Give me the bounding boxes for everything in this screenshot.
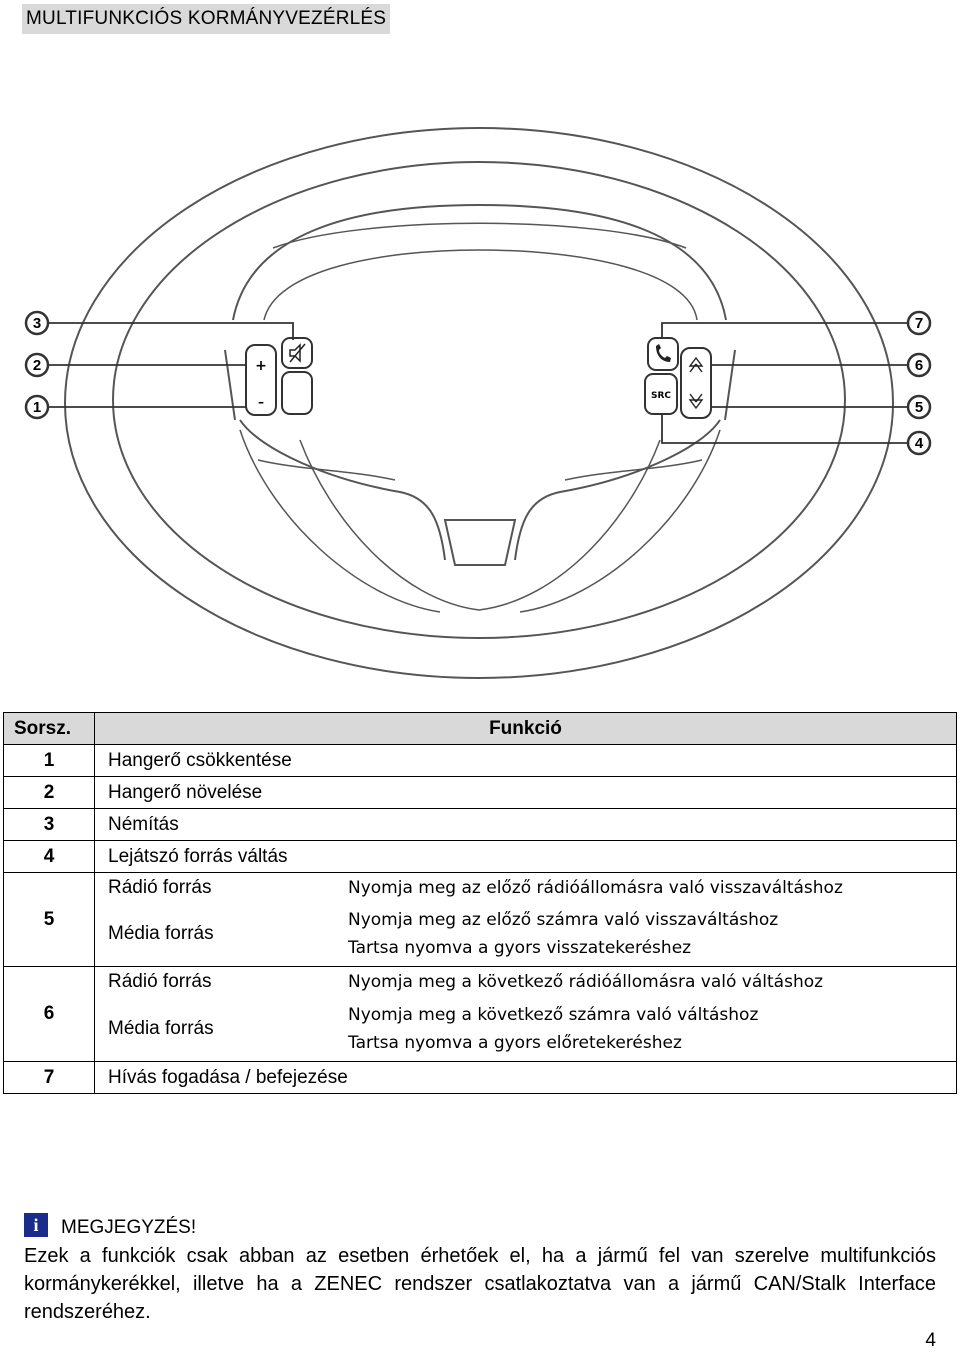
callout-5-label: 5 xyxy=(915,399,923,416)
page-number: 4 xyxy=(925,1330,936,1351)
note-text: Ezek a funkciók csak abban az esetben ér… xyxy=(24,1245,936,1323)
table-row-6-radio: 6 Rádió forrás Nyomja meg a következő rá… xyxy=(3,966,957,1062)
callout-5 xyxy=(906,394,932,420)
blank-button xyxy=(281,371,313,415)
src-button[interactable] xyxy=(644,373,678,415)
callout-6 xyxy=(906,352,932,378)
lower-spoke xyxy=(299,439,661,611)
volume-rocker[interactable] xyxy=(245,344,277,416)
wheel-inner-rim xyxy=(112,161,846,639)
right-spoke xyxy=(514,419,721,561)
callout-3 xyxy=(24,310,50,336)
table-row: 1 Hangerő csökkentése xyxy=(3,744,957,777)
callout-2 xyxy=(24,352,50,378)
callout-7-label: 7 xyxy=(915,315,923,332)
wheel-outer-rim xyxy=(64,127,894,679)
left-spoke xyxy=(239,419,446,561)
callout-1-label: 1 xyxy=(33,399,41,416)
table-row-5-radio: 5 Rádió forrás Nyomja meg az előző rádió… xyxy=(3,872,957,967)
steering-wheel-diagram: + – SRC 3 2 1 7 6 xyxy=(24,127,932,679)
table-row: 2 Hangerő növelése xyxy=(3,776,957,809)
table-header: Sorsz. Funkció xyxy=(3,712,957,745)
leader-7 xyxy=(661,322,908,338)
callout-6-label: 6 xyxy=(915,357,923,374)
phone-icon xyxy=(656,344,671,362)
center-emblem xyxy=(443,519,517,566)
header-number: Sorsz. xyxy=(3,712,95,745)
table-row: 3 Némítás xyxy=(3,808,957,841)
table-row-7: 7 Hívás fogadása / befejezése xyxy=(3,1061,957,1094)
info-icon: i xyxy=(24,1213,48,1237)
page-title: MULTIFUNKCIÓS KORMÁNYVEZÉRLÉS xyxy=(22,4,391,34)
note-title: MEGJEGYZÉS! xyxy=(61,1217,197,1238)
table-row-6-media: Média forrás Nyomja meg a következő szám… xyxy=(4,997,957,1062)
leader-3 xyxy=(48,322,294,340)
hub-upper-contour xyxy=(232,203,727,321)
callout-4-label: 4 xyxy=(915,435,924,452)
callout-3-label: 3 xyxy=(33,315,41,332)
leader-4 xyxy=(661,414,908,444)
callout-7 xyxy=(906,310,932,336)
seek-rocker[interactable] xyxy=(680,347,712,419)
table-row-5-media: Média forrás Nyomja meg az előző számra … xyxy=(4,902,957,967)
header-function: Funkció xyxy=(94,712,957,745)
function-table: Sorsz. Funkció 1 Hangerő csökkentése 2 H… xyxy=(3,712,957,1094)
table-row: 4 Lejátszó forrás váltás xyxy=(3,840,957,873)
down-arrow-icon xyxy=(688,393,704,410)
mute-icon xyxy=(289,343,306,363)
phone-button[interactable] xyxy=(647,337,679,371)
callout-4 xyxy=(906,430,932,456)
callout-1 xyxy=(24,394,50,420)
volume-plus-label: + xyxy=(255,358,267,374)
src-button-label: SRC xyxy=(651,391,671,401)
callout-2-label: 2 xyxy=(33,357,41,374)
volume-minus-label: – xyxy=(258,395,264,409)
up-arrow-icon xyxy=(688,356,704,373)
